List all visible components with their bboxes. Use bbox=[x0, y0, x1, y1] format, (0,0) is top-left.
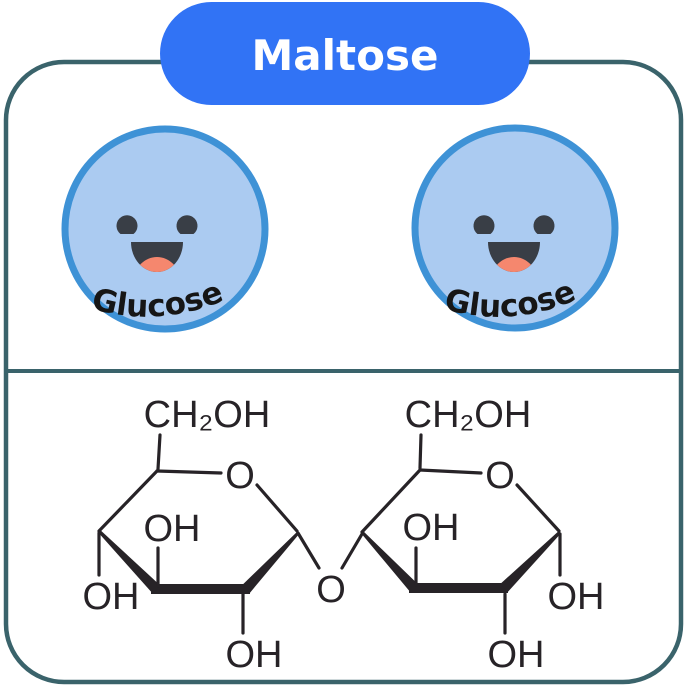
page-title: Maltose bbox=[252, 31, 439, 80]
inner-oh-right: OH bbox=[403, 507, 460, 549]
ring-oxygen-left: O bbox=[225, 455, 255, 497]
inner-oh-left: OH bbox=[144, 508, 201, 550]
left-ring-bonds bbox=[97, 433, 321, 635]
right-ring-bonds bbox=[340, 433, 562, 635]
glucose-circle bbox=[61, 125, 269, 333]
side-oh-right: OH bbox=[548, 576, 605, 618]
bottom-oh-left: OH bbox=[226, 634, 283, 676]
ch2oh-label-right: CH₂OH bbox=[405, 394, 532, 436]
maltose-structure: CH₂OH O OH OH OH O CH₂OH O OH OH OH bbox=[83, 394, 605, 676]
ring-oxygen-right: O bbox=[485, 455, 515, 497]
glucose-molecule-right: Glucose bbox=[411, 124, 619, 332]
bottom-oh-right: OH bbox=[488, 634, 545, 676]
title-pill: Maltose bbox=[160, 2, 530, 105]
ch2oh-label-left: CH₂OH bbox=[144, 394, 271, 436]
title-pill-bg bbox=[160, 2, 530, 105]
glucose-circle bbox=[411, 124, 619, 332]
glycosidic-oxygen: O bbox=[316, 569, 346, 611]
side-oh-left: OH bbox=[83, 576, 140, 618]
glucose-molecule-left: Glucose bbox=[61, 125, 269, 333]
